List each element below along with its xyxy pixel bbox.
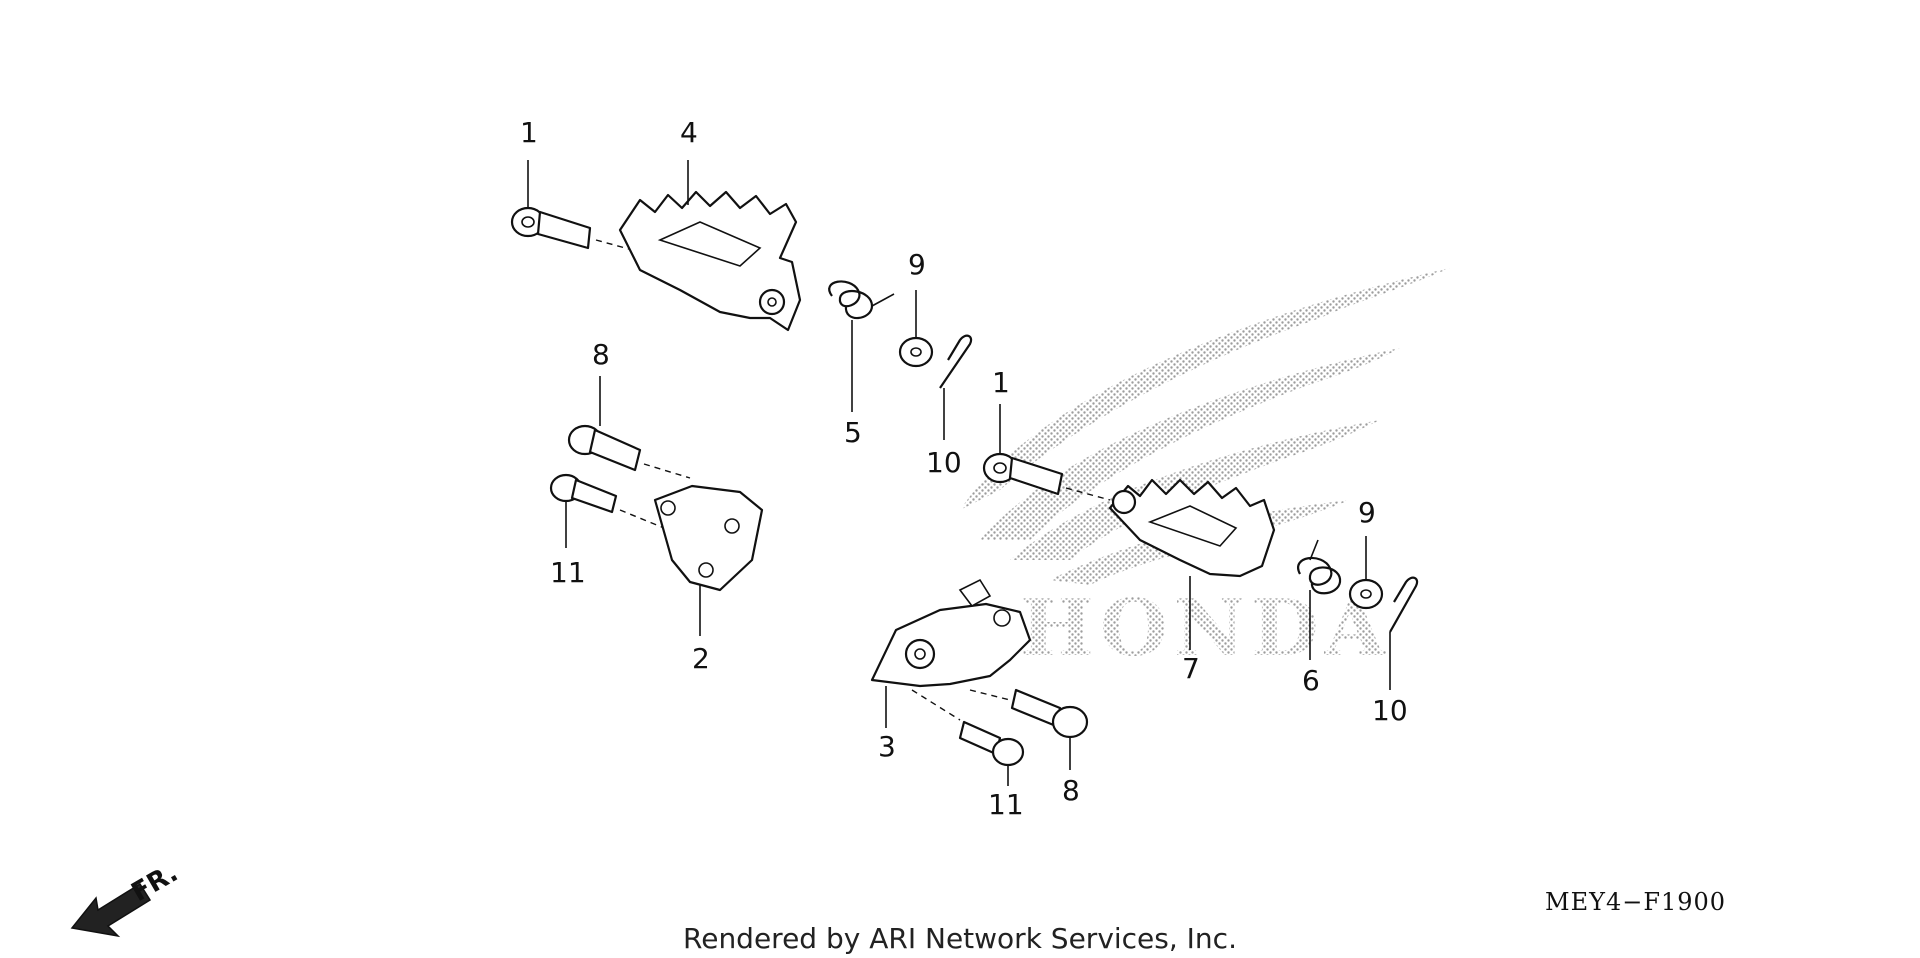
callout-9-right: 9 xyxy=(1358,496,1376,529)
callout-6: 6 xyxy=(1302,664,1320,697)
callout-10-left: 10 xyxy=(926,446,962,479)
callout-2: 2 xyxy=(692,642,710,675)
honda-wing-watermark: HONDA xyxy=(960,268,1450,674)
part-7-footpeg-right xyxy=(1108,478,1276,578)
part-3-bracket-right xyxy=(870,578,1032,688)
callout-8-left: 8 xyxy=(592,338,610,371)
part-11-bolt-right xyxy=(911,689,1025,767)
callout-8-right: 8 xyxy=(1062,774,1080,807)
part-9-washer-left xyxy=(898,336,934,368)
part-10-cotter-pin-right xyxy=(1389,576,1419,633)
part-11-bolt-left xyxy=(549,473,665,529)
part-5-spring-left xyxy=(828,280,895,320)
part-8-bolt-left xyxy=(567,424,691,479)
callout-11-right: 11 xyxy=(988,788,1024,821)
callout-labels: 1 4 9 5 10 8 11 2 1 9 7 6 10 3 11 8 xyxy=(520,116,1408,821)
callout-1-upper: 1 xyxy=(520,116,538,149)
part-1-pin-center xyxy=(982,452,1111,501)
part-4-footpeg-left xyxy=(618,190,802,332)
part-8-bolt-right xyxy=(969,688,1089,739)
callout-3: 3 xyxy=(878,730,896,763)
callout-5: 5 xyxy=(844,416,862,449)
callout-7: 7 xyxy=(1182,652,1200,685)
callout-10-right: 10 xyxy=(1372,694,1408,727)
honda-watermark-text: HONDA xyxy=(1020,583,1391,674)
part-10-cotter-pin-left xyxy=(939,334,973,389)
callout-9-left: 9 xyxy=(908,248,926,281)
callout-1-center: 1 xyxy=(992,366,1010,399)
part-6-spring-right xyxy=(1297,539,1342,595)
leader-lines xyxy=(527,160,1391,786)
footer-credit: Rendered by ARI Network Services, Inc. xyxy=(683,922,1237,955)
part-9-washer-right xyxy=(1348,578,1384,610)
part-2-bracket xyxy=(653,484,764,592)
callout-11-left: 11 xyxy=(550,556,586,589)
callout-4: 4 xyxy=(680,116,698,149)
diagram-reference-code: MEY4−F1900 xyxy=(1545,888,1727,916)
